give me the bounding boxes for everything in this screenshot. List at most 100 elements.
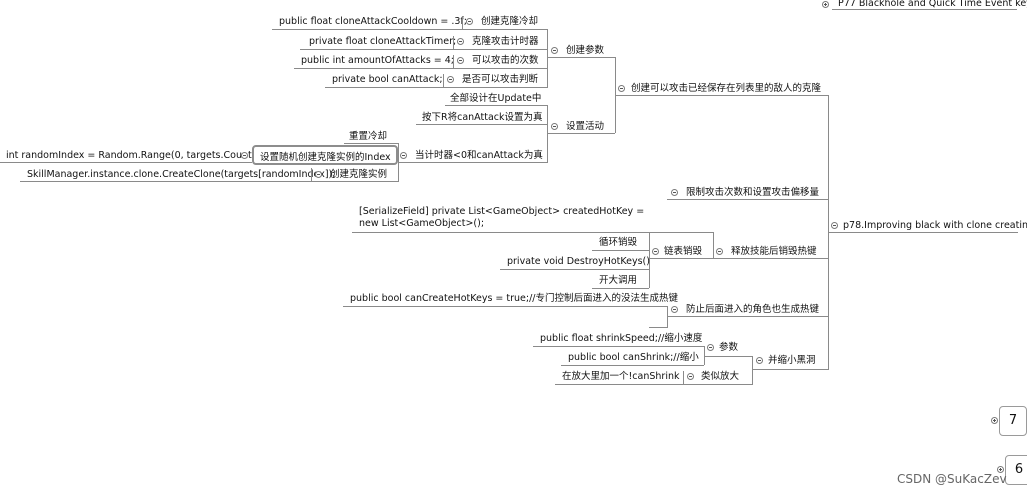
collapse-toggle-icon[interactable] (652, 248, 659, 255)
connector (547, 133, 615, 134)
expand-toggle-icon[interactable] (991, 417, 998, 424)
watermark: CSDN @SuKacZev (897, 472, 1007, 486)
connector (533, 346, 704, 347)
note-attack-count: 可以攻击的次数 (472, 55, 539, 66)
connector (561, 365, 704, 366)
connector (20, 181, 399, 182)
connector (352, 232, 713, 233)
connector (325, 87, 548, 88)
node-list-destroy[interactable]: 链表销毁 (664, 246, 703, 257)
node-branch5[interactable]: 并缩小黑洞 (768, 355, 816, 366)
node-branch4[interactable]: 防止后面进入的角色也生成热键 (686, 304, 820, 315)
collapse-toggle-icon[interactable] (466, 18, 473, 25)
connector (416, 124, 548, 125)
note-add-cant-shrink: 在放大里加一个!canShrink (562, 371, 680, 382)
code-amount-of-attacks: public int amountOfAttacks = 4; (301, 55, 455, 66)
connector (398, 162, 548, 163)
collapse-toggle-icon[interactable] (716, 248, 723, 255)
connector (667, 306, 668, 327)
connector (500, 269, 649, 270)
connector (592, 288, 649, 289)
code-can-create-hotkeys: public bool canCreateHotKeys = true;//专门… (350, 293, 679, 304)
connector (398, 143, 399, 181)
collapse-toggle-icon[interactable] (687, 373, 694, 380)
connector (272, 29, 548, 30)
connector (667, 316, 828, 317)
collapse-toggle-icon[interactable] (756, 357, 763, 364)
connector (547, 29, 548, 87)
code-destroy-hotkeys: private void DestroyHotKeys() (507, 256, 650, 267)
collapse-toggle-icon[interactable] (315, 171, 322, 178)
connector (615, 57, 616, 133)
connector (443, 74, 444, 87)
collapse-toggle-icon[interactable] (618, 85, 625, 92)
note-attack-timer: 克隆攻击计时器 (472, 36, 539, 47)
connector (555, 384, 752, 385)
code-clone-attack-cooldown: public float cloneAttackCooldown = .3f; (279, 16, 467, 27)
node-timer-condition[interactable]: 当计时器<0和canAttack为真 (415, 150, 543, 161)
connector (828, 95, 829, 370)
collapse-toggle-icon[interactable] (447, 76, 454, 83)
connector (453, 55, 454, 68)
connector (445, 105, 548, 106)
note-loop-destroy: 循环销毁 (599, 237, 638, 248)
note-can-attack: 是否可以攻击判断 (462, 74, 539, 85)
note-create-clone: 创建克隆实例 (330, 169, 388, 180)
code-random-index: int randomIndex = Random.Range(0, target… (6, 150, 259, 161)
code-created-hotkey-list: [SerializeField] private List<GameObject… (359, 206, 645, 229)
node-branch3[interactable]: 释放技能后销毁热键 (731, 246, 817, 257)
note-clone-cooldown: 创建克隆冷却 (481, 16, 539, 27)
note-press-r: 按下R将canAttack设置为真 (422, 112, 543, 123)
connector (832, 9, 1017, 10)
collapse-toggle-icon[interactable] (707, 344, 714, 351)
collapse-toggle-icon[interactable] (671, 189, 678, 196)
code-can-shrink: public bool canShrink;//缩小 (568, 352, 699, 363)
connector (344, 143, 399, 144)
connector (615, 95, 828, 96)
connector (752, 369, 828, 370)
collapse-toggle-icon[interactable] (831, 222, 838, 229)
connector (752, 356, 753, 385)
connector (294, 68, 548, 69)
collapse-toggle-icon[interactable] (551, 47, 558, 54)
connector (453, 36, 454, 49)
expand-toggle-icon[interactable] (997, 466, 1004, 473)
note-reset-cooldown: 重置冷却 (349, 131, 388, 142)
connector (311, 168, 312, 181)
connector (300, 49, 548, 50)
code-shrink-speed: public float shrinkSpeed;//缩小速度 (540, 333, 703, 344)
collapse-toggle-icon[interactable] (400, 152, 407, 159)
collapse-toggle-icon[interactable] (551, 123, 558, 130)
code-can-attack: private bool canAttack; (332, 74, 443, 85)
connector (704, 356, 752, 357)
collapse-toggle-icon[interactable] (241, 152, 248, 159)
note-ult-call: 开大调用 (599, 275, 638, 286)
code-clone-attack-timer: private float cloneAttackTimer; (309, 36, 457, 47)
expand-toggle-icon[interactable] (822, 1, 829, 8)
node-branch2[interactable]: 限制攻击次数和设置攻击偏移量 (686, 187, 820, 198)
node-similar-enlarge[interactable]: 类似放大 (701, 371, 740, 382)
collapse-toggle-icon[interactable] (457, 57, 464, 64)
node-shrink-params[interactable]: 参数 (719, 342, 739, 353)
node-p77[interactable]: P77 Blackhole and Quick Time Event keys (838, 0, 1027, 9)
node-set-active[interactable]: 设置活动 (566, 121, 605, 132)
connector (649, 232, 650, 288)
connector (462, 16, 463, 29)
connector (592, 250, 649, 251)
connector (0, 162, 252, 163)
connector (667, 199, 828, 200)
node-p78-main[interactable]: p78.Improving black with clone creating (843, 220, 1027, 231)
connector (828, 232, 1018, 233)
connector (343, 306, 668, 307)
node-branch1[interactable]: 创建可以攻击已经保存在列表里的敌人的克隆 (631, 83, 822, 94)
collapsed-node-6[interactable]: 6 (1005, 455, 1027, 485)
connector (713, 232, 714, 259)
collapse-toggle-icon[interactable] (671, 306, 678, 313)
collapsed-node-7[interactable]: 7 (999, 406, 1027, 436)
connector (649, 327, 668, 328)
connector (704, 346, 705, 365)
collapse-toggle-icon[interactable] (457, 38, 464, 45)
node-create-params[interactable]: 创建参数 (566, 45, 605, 56)
node-random-index-selected[interactable]: 设置随机创建克隆实例的Index (252, 145, 398, 165)
